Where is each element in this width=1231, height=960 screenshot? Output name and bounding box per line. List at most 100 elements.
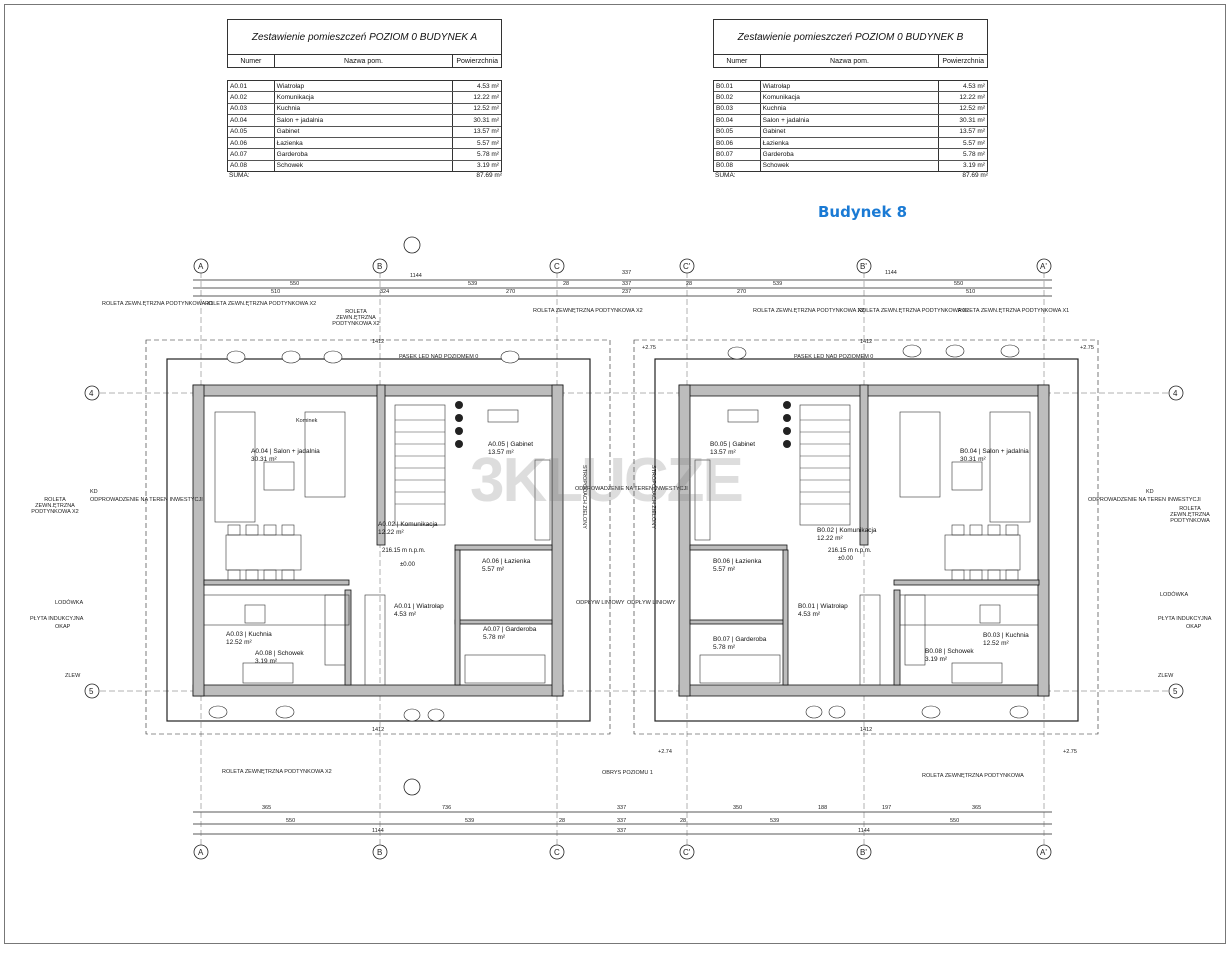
dim-bot-365-a: 365	[262, 805, 272, 811]
room-area-cell: 5.78 m²	[962, 151, 985, 159]
header-numer: Numer	[714, 55, 761, 67]
plan-a-note-roleta-x1: ROLETA ZEWN.ĘTRZNA PODTYNKOWA X1	[102, 301, 214, 307]
schedule-title: Zestawienie pomieszczeń POZIOM 0 BUDYNEK…	[713, 19, 988, 55]
room-number-cell: B0.01	[714, 81, 761, 92]
room-name-cell: Wiatrołap	[275, 81, 454, 92]
dim-bot-337-c: 337	[617, 828, 627, 834]
dim-bot-350: 350	[733, 805, 743, 811]
plan-b-outer-dim-top: 1412	[860, 339, 873, 345]
plan-b-note-pasek: PASEK LED NAD POZIOMEM 0	[794, 354, 874, 360]
dim-bot-337: 337	[617, 805, 627, 811]
grid-axis-c-prime-bottom: C'	[683, 848, 691, 857]
plan-b-note-roleta-x1: ROLETA ZEWN.ĘTRZNA PODTYNKOWA X1	[958, 308, 1070, 314]
dim-top-270-a: 270	[506, 289, 516, 295]
room-area-cell: 12.52 m²	[473, 105, 499, 113]
schedule-sum: SUMA: 87.69 m²	[713, 172, 988, 182]
plan-b-note-roleta-x2-b: ROLETA ZEWN.ĘTRZNA PODTYNKOWA X2	[858, 308, 970, 314]
dim-bot-28-a: 28	[559, 818, 566, 824]
dim-bot-1144-a: 1144	[372, 828, 384, 834]
elevation-b-bottom: +2.75	[1063, 749, 1077, 755]
plan-b-note-zlew: ZLEW	[1158, 673, 1174, 679]
room-number-cell: A0.07	[228, 149, 275, 160]
grid-axis-4-right: 4	[1173, 389, 1178, 398]
watermark-logo: 3KLUCZE	[470, 446, 744, 515]
room-number-cell: B0.02	[714, 92, 761, 103]
header-nazwa: Nazwa pom.	[761, 55, 940, 67]
grid-axis-a: A	[198, 262, 204, 271]
elevation-a-top-right: +2.75	[1080, 345, 1094, 351]
plan-a-note-obrys: OBRYS POZIOMU 1	[602, 770, 653, 776]
dim-bot-197: 197	[882, 805, 892, 811]
plan-b-note-roleta-right: ROLETA ZEWN.ĘTRZNA PODTYNKOWA	[1170, 506, 1210, 524]
header-numer: Numer	[228, 55, 275, 67]
plan-b-note-lodowka: LODÓWKA	[1160, 592, 1189, 598]
plan-a-note-roleta-x2-top: ROLETA ZEWN.ĘTRZNA PODTYNKOWA X2	[205, 301, 317, 307]
room-area-cell: 30.31 m²	[959, 116, 985, 124]
room-area-cell: 3.19 m²	[476, 162, 499, 170]
schedule-title: Zestawienie pomieszczeń POZIOM 0 BUDYNEK…	[227, 19, 502, 55]
plan-a-outer-dim-top: 1412	[372, 339, 385, 345]
plan-a-note-lodowka: LODÓWKA	[55, 600, 84, 606]
sum-label: SUMA:	[229, 172, 250, 180]
header-powierzchnia: Powierzchnia	[456, 57, 498, 65]
plan-b-note-odprowadzenie: ODPROWADZENIE NA TEREN INWESTYCJI	[1088, 497, 1201, 503]
grid-axis-b: B	[377, 262, 383, 271]
room-number-cell: B0.05	[714, 126, 761, 137]
dim-top-237: 237	[622, 289, 632, 295]
plan-b-note-odplyw: ODPŁYW LINIOWY	[627, 600, 676, 606]
room-name-cell: Kuchnia	[275, 103, 454, 115]
room-name-cell: Wiatrołap	[761, 81, 940, 92]
sum-value: 87.69 m²	[962, 172, 988, 180]
grid-axis-4-left: 4	[89, 389, 94, 398]
dim-top-550-b: 550	[954, 281, 964, 287]
plan-a-note-odprowadzenie-mid: ODPROWADZENIE NA TEREN INWESTYCJI	[575, 486, 688, 492]
sum-label: SUMA:	[715, 172, 736, 180]
room-area-cell: 13.57 m²	[473, 128, 499, 136]
grid-axis-a-prime-bottom: A'	[1040, 848, 1047, 857]
plan-a-note-odplyw: ODPŁYW LINIOWY	[576, 600, 625, 606]
room-number-cell: A0.02	[228, 92, 275, 103]
plan-a-note-kominek: Kominek	[296, 418, 318, 424]
grid-axis-b-bottom: B	[377, 848, 383, 857]
header-nazwa: Nazwa pom.	[275, 55, 454, 67]
room-number-cell: A0.05	[228, 126, 275, 137]
schedule-sum: SUMA: 87.69 m²	[227, 172, 502, 182]
plan-a-note-zlew: ZLEW	[65, 673, 81, 679]
room-b-level-mark: 216.15 m n.p.m.	[828, 548, 872, 554]
plan-b-note-plyta: PŁYTA INDUKCYJNA	[1158, 616, 1212, 622]
plan-a-note-roleta-x2-mid: ROLETA ZEWN.ĘTRZNA PODTYNKOWA X2	[332, 309, 380, 327]
room-name-cell: Garderoba	[275, 149, 454, 160]
dim-top-337-b: 337	[622, 281, 632, 287]
schedule-table-b: Zestawienie pomieszczeń POZIOM 0 BUDYNEK…	[713, 19, 988, 182]
schedule-table-a: Zestawienie pomieszczeń POZIOM 0 BUDYNEK…	[227, 19, 502, 182]
sum-value: 87.69 m²	[476, 172, 502, 180]
room-number-cell: A0.04	[228, 115, 275, 126]
dim-bot-539-a: 539	[465, 818, 475, 824]
grid-axis-c-prime: C'	[683, 262, 691, 271]
plan-b-note-okap: OKAP	[1186, 624, 1202, 630]
room-area-cell: 5.57 m²	[962, 139, 985, 147]
dim-bot-736: 736	[442, 805, 452, 811]
plan-a-note-roleta-left: ROLETA ZEWN.ĘTRZNA PODTYNKOWA X2	[31, 497, 79, 515]
room-name-cell: Salon + jadalnia	[761, 115, 940, 126]
plan-a-note-roleta-bottom: ROLETA ZEWNĘTRZNA PODTYNKOWA X2	[222, 769, 332, 775]
room-area-cell: 30.31 m²	[473, 116, 499, 124]
dim-top-550-a: 550	[290, 281, 300, 287]
room-area-cell: 3.19 m²	[962, 162, 985, 170]
